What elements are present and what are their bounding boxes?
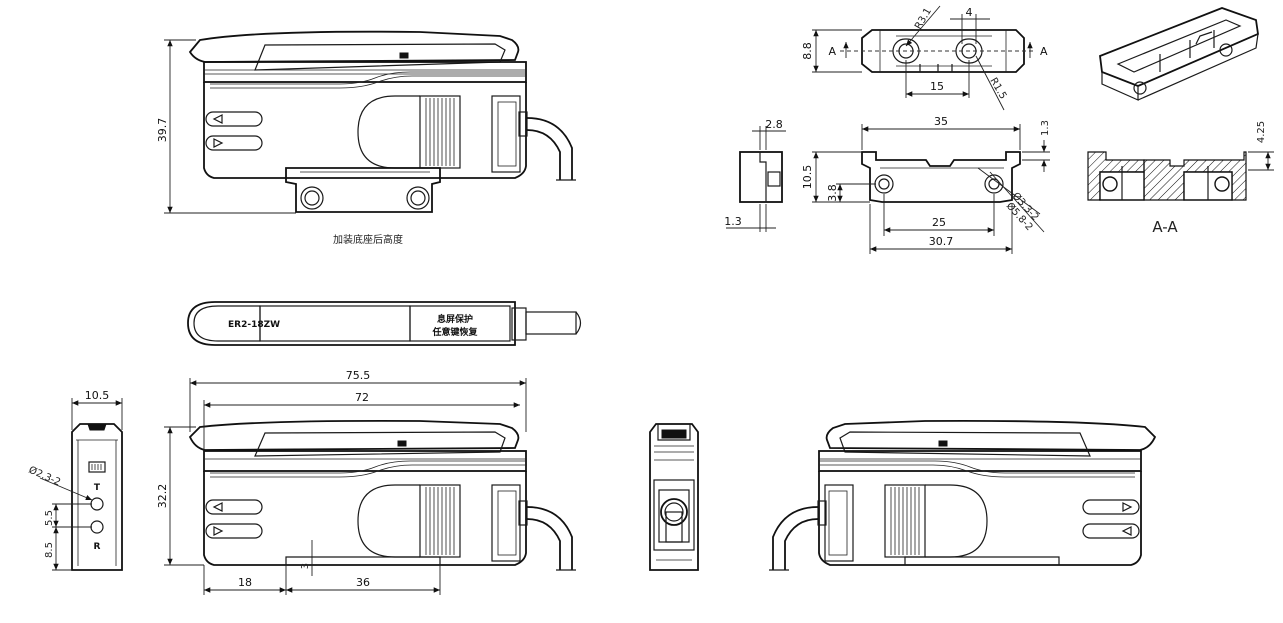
side-view-mirror (769, 419, 1157, 571)
side-view-bottom: 75.5 72 32.2 18 36 3 (156, 369, 576, 595)
port-t-hole (90, 497, 104, 511)
dim-side-bottom: 1.3 (724, 215, 742, 228)
dim-base-height: 8.8 (801, 42, 814, 60)
end-view-cable (649, 423, 699, 571)
section-mark-left: A (828, 45, 836, 58)
port-t-label: T (94, 483, 101, 493)
dim-step: 3 (300, 563, 311, 569)
dim-left-offset: 18 (238, 576, 252, 589)
dim-side-width: 2.8 (765, 118, 783, 131)
dim-slot-pitch: 15 (930, 80, 944, 93)
top-view: ER2-18ZW 息屏保护 任意键恢复 (187, 301, 582, 346)
model-label: ER2-18ZW (228, 320, 280, 330)
dim-mount-span: 36 (356, 576, 370, 589)
dim-base-front-height: 10.5 (801, 165, 814, 190)
base-side-view: 2.8 1.3 (724, 118, 786, 232)
dim-base-width: 35 (934, 115, 948, 128)
dim-radius-right: R1.5 (987, 76, 1008, 101)
dim-base-overall: 30.7 (929, 235, 954, 248)
caption-base-height: 加装底座后高度 (333, 233, 403, 246)
section-title: A-A (1152, 218, 1178, 236)
base-isometric-view (1099, 7, 1259, 101)
port-r-hole (90, 520, 104, 534)
dim-hole-pitch: 25 (932, 216, 946, 229)
end-view-ports: T R 10.5 Ø2.3-2 5.5 8.5 (27, 389, 123, 571)
side-view-with-base: 39.7 加装底座后高度 (156, 30, 576, 246)
dim-side-height: 39.7 (156, 118, 169, 143)
base-top-view: A A 8.8 4 15 R3.1 R1.5 (801, 5, 1048, 111)
dim-port-pitch: 5.5 (44, 510, 55, 526)
dim-body-length: 72 (355, 391, 369, 404)
lock-label-2: 任意键恢复 (431, 326, 478, 338)
port-r-label: R (94, 542, 101, 552)
base-front-view: 35 10.5 3.8 25 30.7 1.3 Ø3.3-2 Ø5.8-2 (801, 115, 1051, 254)
dim-slot-width: 4 (966, 6, 973, 19)
section-mark-right: A (1040, 45, 1048, 58)
section-a-a: 4.25 A-A (1087, 121, 1274, 236)
dim-radius-left: R3.1 (913, 6, 934, 31)
dim-end-width: 10.5 (85, 389, 110, 402)
dim-bottom-height: 32.2 (156, 484, 169, 509)
dim-top-step: 1.3 (1040, 120, 1051, 136)
dim-end-hole: Ø2.3-2 (27, 464, 63, 489)
lock-label-1: 息屏保护 (437, 313, 473, 325)
dim-hole-height: 3.8 (826, 184, 839, 202)
dim-port-bottom: 8.5 (44, 542, 55, 558)
dim-total-length: 75.5 (346, 369, 371, 382)
dim-section-depth: 4.25 (1256, 121, 1267, 143)
